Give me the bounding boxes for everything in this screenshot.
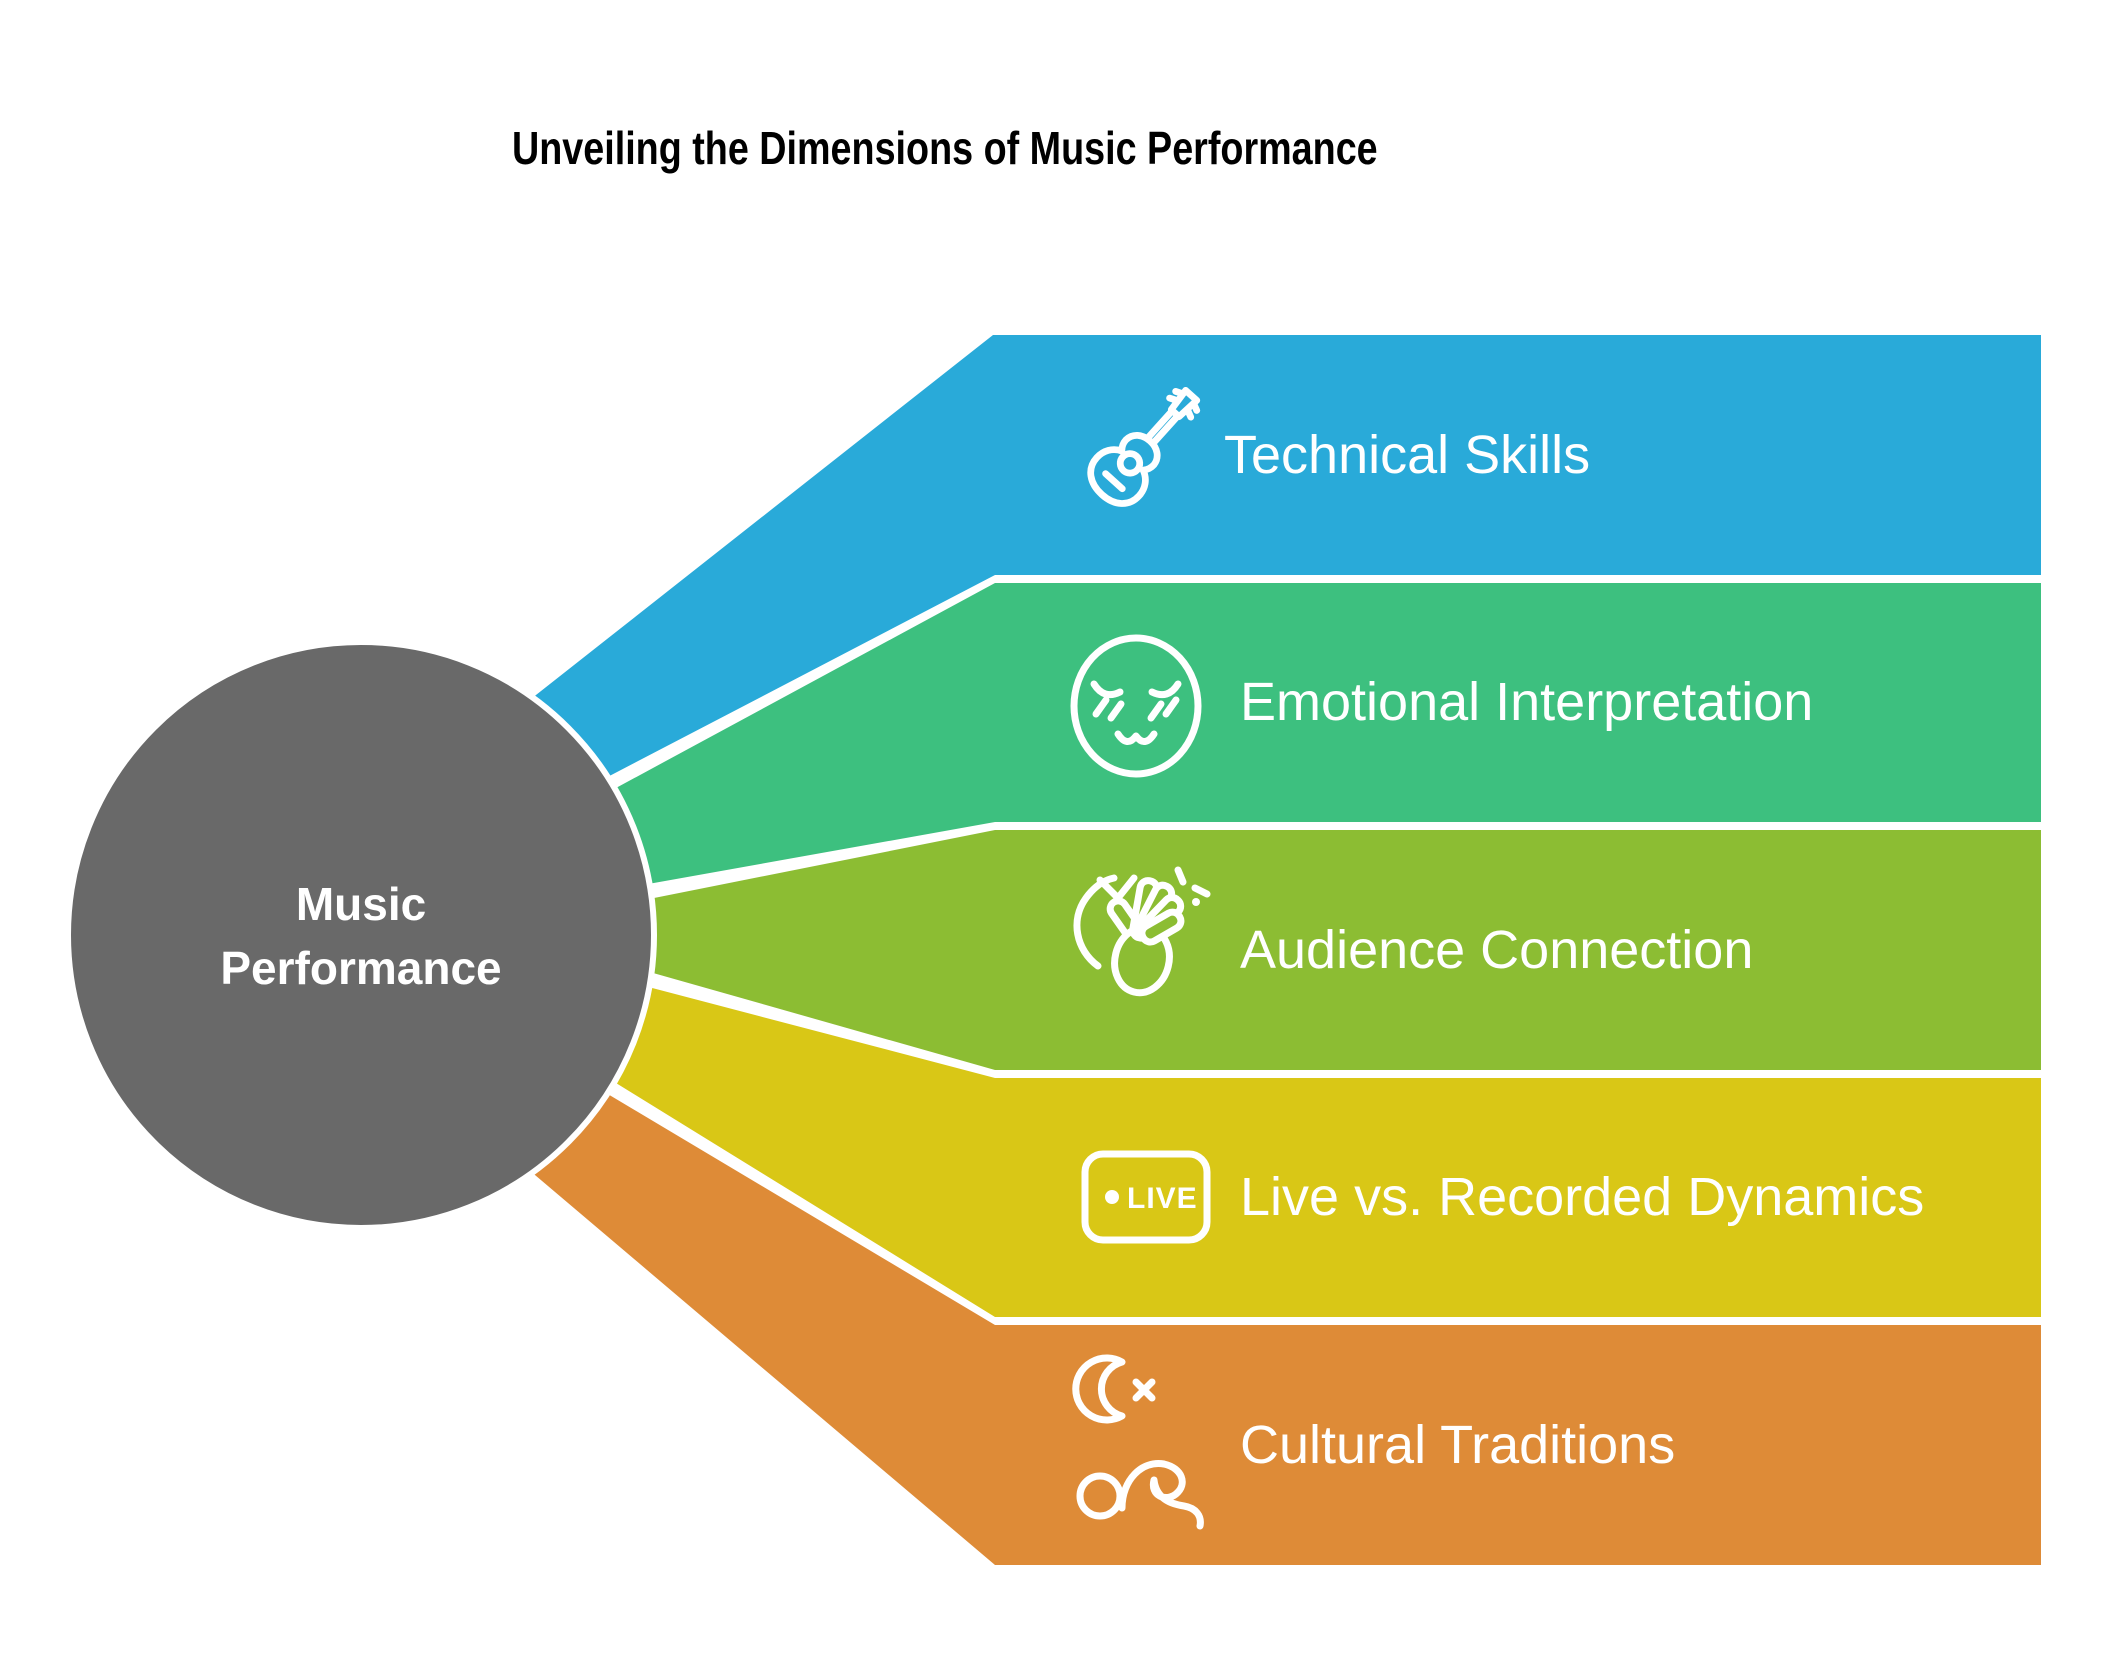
relieved-face-icon: [1070, 634, 1202, 778]
ribbon-technical-skills: [522, 335, 2041, 783]
ribbon-audience-connection: [639, 830, 2041, 1070]
ribbon-live-vs-recorded: [603, 984, 2041, 1317]
center-circle: [65, 639, 657, 1231]
band-label-technical-skills: Technical Skills: [1224, 425, 1591, 485]
ribbon-cultural-traditions: [522, 1087, 2041, 1565]
clapping-hands-icon: [1073, 866, 1211, 997]
moon-prostration-icon: [1072, 1354, 1204, 1530]
guitar-icon: [1087, 386, 1201, 507]
live-badge-icon: LIVE: [1081, 1150, 1211, 1244]
page-title: Unveiling the Dimensions of Music Perfor…: [512, 122, 1378, 174]
center-label: Music Performance: [111, 872, 611, 1000]
center-label-line2: Performance: [220, 942, 502, 994]
band-label-live-vs-recorded: Live vs. Recorded Dynamics: [1240, 1167, 1925, 1227]
band-label-audience-connection: Audience Connection: [1240, 920, 1754, 980]
center-label-line1: Music: [295, 878, 427, 930]
ribbon-emotional-interpretation: [603, 583, 2041, 886]
band-label-emotional-interpretation: Emotional Interpretation: [1240, 672, 1814, 732]
live-badge-text: LIVE: [1127, 1182, 1198, 1215]
band-label-cultural-traditions: Cultural Traditions: [1240, 1415, 1676, 1475]
